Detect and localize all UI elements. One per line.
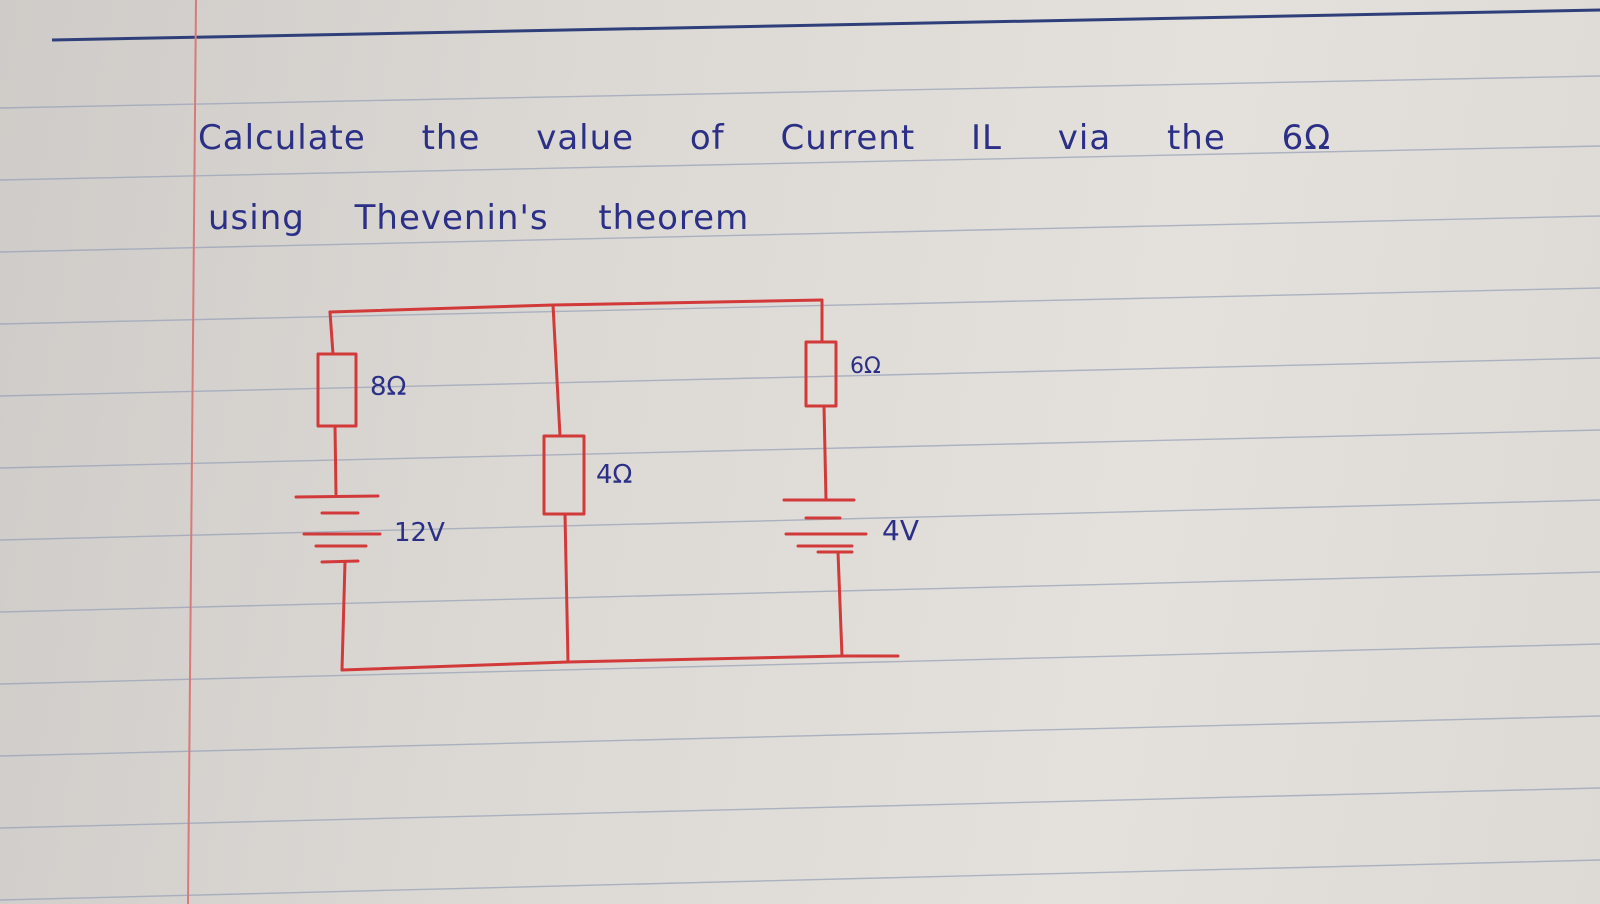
label-8-ohm: 8Ω bbox=[370, 372, 407, 402]
bottom-wire bbox=[340, 654, 900, 672]
middle-wire-top bbox=[551, 303, 562, 438]
right-wire-mid bbox=[822, 404, 828, 502]
header-rule bbox=[51, 8, 1600, 42]
label-4v: 4V bbox=[882, 514, 919, 547]
resistor-6-ohm bbox=[804, 340, 838, 408]
left-wire-bottom bbox=[340, 560, 347, 672]
label-12v: 12V bbox=[394, 518, 445, 548]
battery-12v bbox=[294, 494, 382, 564]
left-wire-top bbox=[328, 310, 335, 356]
left-wire-mid bbox=[333, 424, 338, 496]
middle-wire-bottom bbox=[563, 512, 570, 664]
resistor-8-ohm bbox=[316, 352, 358, 428]
question-line-2: using Thevenin's theorem bbox=[208, 198, 750, 238]
margin-line bbox=[187, 0, 197, 904]
top-wire bbox=[328, 298, 824, 314]
right-wire-bottom bbox=[836, 550, 844, 658]
question-line-1: Calculate the value of Current IL via th… bbox=[198, 118, 1332, 158]
ruled-lines bbox=[0, 75, 1600, 901]
label-4-ohm: 4Ω bbox=[596, 460, 633, 490]
label-6-ohm: 6Ω bbox=[850, 354, 881, 379]
resistor-4-ohm bbox=[542, 434, 586, 516]
battery-4v bbox=[782, 498, 868, 554]
